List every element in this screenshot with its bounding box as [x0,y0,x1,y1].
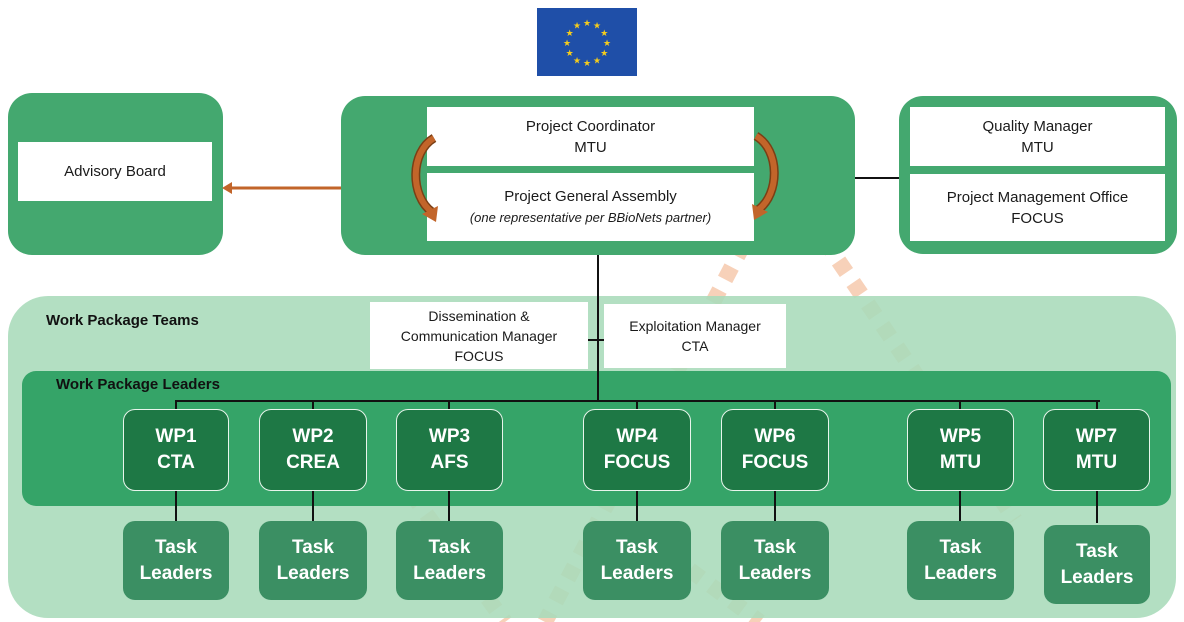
pmo-title: Project Management Office [946,188,1129,206]
quality-manager-title: Quality Manager [982,117,1093,135]
wp-box: WP1 CTA [123,409,229,491]
wp-horizontal-bus [176,400,1100,402]
general-assembly-title: Project General Assembly [504,188,677,205]
right-curved-arrow-icon [752,132,779,220]
svg-text:★: ★ [573,22,581,32]
quality-manager-box: Quality Manager MTU [910,107,1165,166]
task-leaders-line2: Leaders [1060,566,1134,588]
general-assembly-note: (one representative per BBioNets partner… [469,210,712,225]
wp-id: WP1 [155,426,197,447]
wp-drop-line [175,400,177,410]
task-leaders-box: Task Leaders [123,521,229,600]
task-leaders-line2: Leaders [600,562,674,584]
pmo-org: FOCUS [1011,209,1064,227]
exploitation-title: Exploitation Manager [629,318,761,334]
task-drop-line [1096,491,1098,523]
wp-org: CREA [286,452,340,473]
svg-text:★: ★ [600,49,608,59]
task-leaders-box: Task Leaders [721,521,829,600]
wp-id: WP7 [1075,426,1118,447]
svg-text:★: ★ [593,56,601,66]
svg-text:★: ★ [583,59,591,69]
task-leaders-line1: Task [616,536,658,558]
quality-manager-org: MTU [1021,138,1054,156]
wp-drop-line [312,400,314,410]
exploitation-manager-box: Exploitation Manager CTA [604,304,786,368]
wp-org: FOCUS [741,452,809,473]
general-assembly-box: Project General Assembly (one representa… [427,173,754,241]
svg-text:★: ★ [593,22,601,32]
task-leaders-box: Task Leaders [396,521,503,600]
wp-org: AFS [430,452,469,473]
wp-org: FOCUS [603,452,671,473]
task-leaders-box: Task Leaders [583,521,691,600]
wp-box: WP7 MTU [1043,409,1150,491]
wp-box: WP5 MTU [907,409,1014,491]
wp-id: WP2 [292,426,334,447]
wp-org: MTU [1075,452,1118,473]
wp-id: WP3 [428,426,471,447]
task-drop-line [312,491,314,523]
advisory-connector-arrow [222,182,352,194]
task-leaders-box: Task Leaders [259,521,367,600]
svg-text:★: ★ [603,39,611,49]
project-coordinator-org: MTU [574,138,607,156]
dissemination-manager-box: Dissemination & Communication Manager FO… [370,302,588,369]
task-leaders-line1: Task [292,536,334,558]
wp-org: MTU [939,452,982,473]
left-curved-arrow-icon [411,134,438,222]
task-leaders-box: Task Leaders [1044,525,1150,604]
wp-id: WP4 [616,426,658,447]
wp-drop-line [448,400,450,410]
wp-org: CTA [157,452,195,473]
pmo-box: Project Management Office FOCUS [910,174,1165,241]
wp-drop-line [774,400,776,410]
svg-text:★: ★ [600,29,608,39]
task-leaders-line1: Task [428,536,471,558]
quality-connector-line [855,177,900,179]
work-package-teams-label: Work Package Teams [46,312,199,329]
wp-box: WP2 CREA [259,409,367,491]
wp-id: WP5 [939,426,982,447]
task-drop-line [636,491,638,523]
project-coordinator-title: Project Coordinator [525,117,656,135]
task-leaders-line2: Leaders [924,562,997,584]
svg-text:★: ★ [573,56,581,66]
task-leaders-line1: Task [1076,540,1118,562]
wp-drop-line [636,400,638,410]
task-leaders-line2: Leaders [413,562,486,584]
advisory-board-box: Advisory Board [18,142,212,201]
wp-drop-line [959,400,961,410]
exploitation-org: CTA [681,338,709,354]
wp-box: WP4 FOCUS [583,409,691,491]
work-package-leaders-label: Work Package Leaders [56,376,220,393]
task-leaders-line1: Task [939,536,982,558]
wp-id: WP6 [754,426,796,447]
advisory-board-label: Advisory Board [64,163,166,180]
task-leaders-line2: Leaders [139,562,213,584]
task-leaders-line2: Leaders [276,562,350,584]
eu-flag-icon: ★★★ ★★★ ★★★ ★★★ [537,8,637,76]
dissemination-line2: Communication Manager [400,327,558,344]
task-leaders-line1: Task [754,536,796,558]
task-drop-line [175,491,177,523]
project-coordinator-box: Project Coordinator MTU [427,107,754,166]
task-drop-line [448,491,450,523]
wp-drop-line [1096,400,1098,410]
dissemination-org: FOCUS [454,347,504,364]
main-vertical-line [597,255,599,401]
managers-connector-line [588,339,604,341]
wp-box: WP3 AFS [396,409,503,491]
task-leaders-line1: Task [155,536,197,558]
svg-text:★: ★ [583,19,591,29]
task-leaders-line2: Leaders [738,562,812,584]
task-drop-line [774,491,776,523]
task-leaders-box: Task Leaders [907,521,1014,600]
task-drop-line [959,491,961,523]
svg-text:★: ★ [563,39,571,49]
dissemination-line1: Dissemination & [428,307,530,324]
wp-box: WP6 FOCUS [721,409,829,491]
svg-text:★: ★ [566,49,574,59]
svg-text:★: ★ [566,29,574,39]
